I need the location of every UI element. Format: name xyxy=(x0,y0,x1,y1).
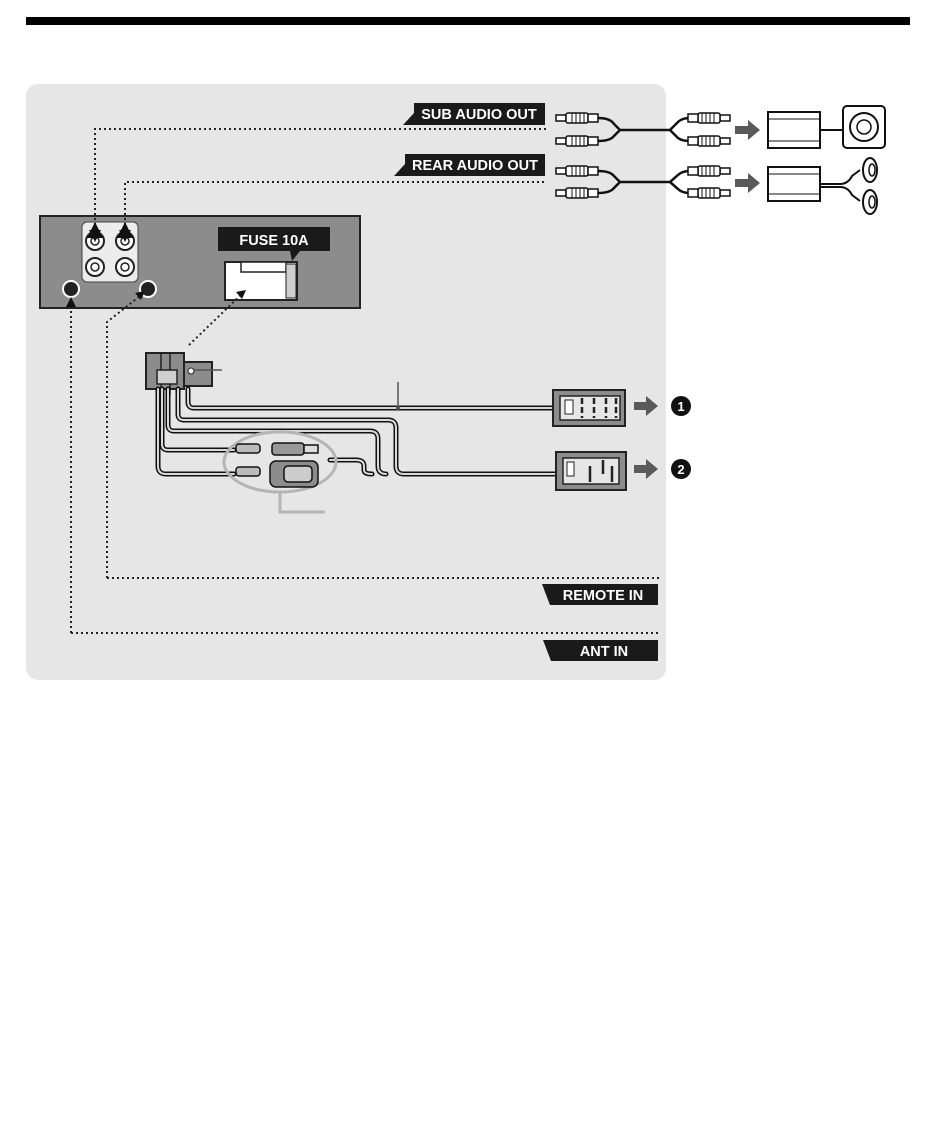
marker-2: 2 xyxy=(671,459,691,479)
harness-connector-1 xyxy=(553,390,625,426)
sub-amplifier-icon xyxy=(768,112,843,148)
rca-plug-sub-1 xyxy=(556,113,598,123)
subwoofer-icon xyxy=(843,106,885,148)
ant-in-text: ANT IN xyxy=(580,644,628,660)
rca-plug-sub-2 xyxy=(556,136,598,146)
fuse-label-text: FUSE 10A xyxy=(239,233,309,249)
marker-1: 1 xyxy=(671,396,691,416)
rca-jack-rear-r xyxy=(116,258,134,276)
rear-speaker-icons xyxy=(863,158,877,214)
remote-in-text: REMOTE IN xyxy=(563,588,644,604)
rca-plug-rear-1 xyxy=(556,166,598,176)
harness-connector-2 xyxy=(556,452,626,490)
rca-jack-sub-r xyxy=(86,258,104,276)
rear-audio-out-label: REAR AUDIO OUT xyxy=(394,154,545,176)
marker-2-text: 2 xyxy=(677,462,684,477)
rca-plug-sub-3 xyxy=(688,113,730,123)
sub-audio-out-label: SUB AUDIO OUT xyxy=(403,103,545,125)
marker-1-text: 1 xyxy=(677,399,684,414)
rca-plug-rear-4 xyxy=(688,188,730,198)
rear-amplifier-icon xyxy=(768,167,860,201)
top-rule xyxy=(26,17,910,25)
arrow-to-sub-amp xyxy=(735,120,760,140)
ant-in-label: ANT IN xyxy=(543,640,658,661)
sub-audio-out-text: SUB AUDIO OUT xyxy=(421,107,537,123)
rca-plug-sub-4 xyxy=(688,136,730,146)
rca-plug-rear-3 xyxy=(688,166,730,176)
antenna-jack xyxy=(63,281,79,297)
rca-plug-rear-2 xyxy=(556,188,598,198)
rear-audio-out-text: REAR AUDIO OUT xyxy=(412,158,538,174)
arrow-to-rear-amp xyxy=(735,173,760,193)
remote-in-label: REMOTE IN xyxy=(542,584,658,605)
